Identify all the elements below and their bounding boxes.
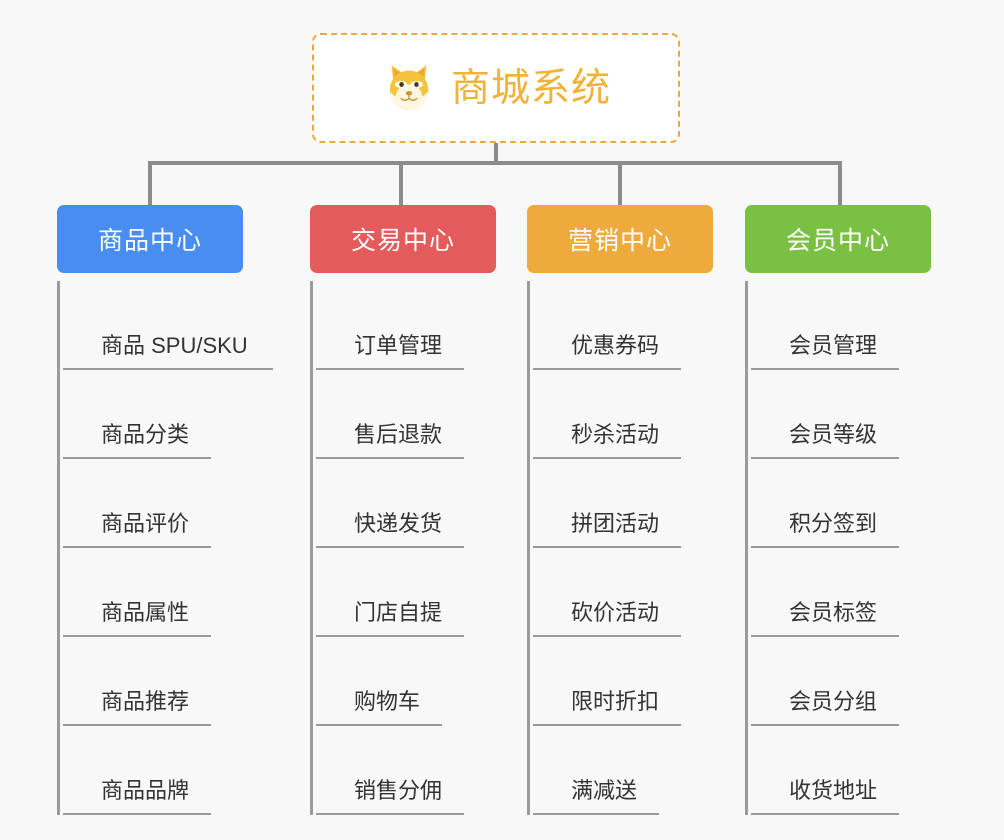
leaf-item[interactable]: 会员管理 <box>751 281 931 370</box>
leaf-label: 商品评价 <box>101 511 190 536</box>
leaf-item[interactable]: 砍价活动 <box>533 548 713 637</box>
leaf-item[interactable]: 订单管理 <box>316 281 496 370</box>
leaf-label: 商品品牌 <box>101 778 190 803</box>
leaf-underline <box>316 635 464 637</box>
leaf-underline <box>533 457 681 459</box>
connector-drop-2 <box>618 161 622 207</box>
leaf-underline <box>751 457 899 459</box>
connector-bus <box>148 161 842 165</box>
leaf-underline <box>316 546 464 548</box>
leaf-underline <box>63 813 211 815</box>
branch-column-0: 商品中心 商品 SPU/SKU 商品分类商品评价商品属性商品推荐商品品牌 <box>57 205 273 815</box>
leaf-underline <box>533 368 681 370</box>
leaf-underline <box>316 724 442 726</box>
leaf-list-0: 商品 SPU/SKU 商品分类商品评价商品属性商品推荐商品品牌 <box>57 281 273 815</box>
leaf-label: 售后退款 <box>354 422 443 447</box>
root-title: 商城系统 <box>450 66 611 110</box>
leaf-item[interactable]: 优惠券码 <box>533 281 713 370</box>
leaf-list-2: 优惠券码秒杀活动拼团活动砍价活动限时折扣满减送 <box>527 281 713 815</box>
leaf-item[interactable]: 满减送 <box>533 726 713 815</box>
leaf-label: 秒杀活动 <box>571 422 660 447</box>
leaf-item[interactable]: 商品品牌 <box>63 726 243 815</box>
branch-column-2: 营销中心 优惠券码秒杀活动拼团活动砍价活动限时折扣满减送 <box>527 205 713 815</box>
leaf-label: 积分签到 <box>789 511 878 536</box>
leaf-label: 门店自提 <box>354 600 443 625</box>
leaf-item[interactable]: 售后退款 <box>316 370 496 459</box>
leaf-underline <box>63 724 211 726</box>
leaf-underline <box>533 635 681 637</box>
connector-drop-0 <box>148 161 152 207</box>
root-node[interactable]: 商城系统 <box>312 33 680 143</box>
category-header-1[interactable]: 交易中心 <box>310 205 496 273</box>
leaf-item[interactable]: 会员等级 <box>751 370 931 459</box>
leaf-item[interactable]: 收货地址 <box>751 726 931 815</box>
leaf-underline <box>316 457 464 459</box>
leaf-list-1: 订单管理售后退款快递发货门店自提购物车销售分佣 <box>310 281 496 815</box>
leaf-label: 订单管理 <box>354 333 443 358</box>
leaf-item[interactable]: 销售分佣 <box>316 726 496 815</box>
connector-drop-1 <box>399 161 403 207</box>
leaf-label: 砍价活动 <box>571 600 660 625</box>
leaf-item[interactable]: 商品评价 <box>63 459 243 548</box>
leaf-underline <box>751 813 899 815</box>
leaf-item[interactable]: 积分签到 <box>751 459 931 548</box>
category-header-2[interactable]: 营销中心 <box>527 205 713 273</box>
leaf-item[interactable]: 会员标签 <box>751 548 931 637</box>
leaf-label: 商品属性 <box>101 600 190 625</box>
leaf-underline <box>751 546 899 548</box>
leaf-underline <box>316 368 464 370</box>
leaf-underline <box>63 635 211 637</box>
leaf-label: 商品分类 <box>101 422 190 447</box>
leaf-item[interactable]: 拼团活动 <box>533 459 713 548</box>
leaf-item[interactable]: 快递发货 <box>316 459 496 548</box>
connector-root-stem <box>494 143 498 165</box>
leaf-label: 购物车 <box>354 689 421 714</box>
leaf-label: 商品 SPU/SKU <box>101 333 248 358</box>
leaf-underline <box>63 457 211 459</box>
category-header-0[interactable]: 商品中心 <box>57 205 243 273</box>
branch-column-1: 交易中心 订单管理售后退款快递发货门店自提购物车销售分佣 <box>310 205 496 815</box>
leaf-item[interactable]: 会员分组 <box>751 637 931 726</box>
leaf-item[interactable]: 秒杀活动 <box>533 370 713 459</box>
leaf-label: 销售分佣 <box>354 778 443 803</box>
leaf-item[interactable]: 门店自提 <box>316 548 496 637</box>
leaf-underline <box>751 724 899 726</box>
leaf-item[interactable]: 购物车 <box>316 637 496 726</box>
leaf-label: 会员管理 <box>789 333 878 358</box>
leaf-label: 会员标签 <box>789 600 878 625</box>
leaf-item[interactable]: 商品属性 <box>63 548 243 637</box>
leaf-label: 满减送 <box>571 778 638 803</box>
leaf-label: 收货地址 <box>789 778 878 803</box>
leaf-label: 会员分组 <box>789 689 878 714</box>
category-header-3[interactable]: 会员中心 <box>745 205 931 273</box>
leaf-underline <box>533 724 681 726</box>
leaf-label: 限时折扣 <box>571 689 660 714</box>
leaf-underline <box>63 546 211 548</box>
leaf-label: 商品推荐 <box>101 689 190 714</box>
leaf-list-3: 会员管理会员等级积分签到会员标签会员分组收货地址 <box>745 281 931 815</box>
leaf-underline <box>751 368 899 370</box>
leaf-item[interactable]: 商品推荐 <box>63 637 243 726</box>
leaf-item[interactable]: 商品分类 <box>63 370 243 459</box>
leaf-underline <box>533 813 659 815</box>
shiba-dog-icon <box>389 65 429 111</box>
leaf-underline <box>63 368 273 370</box>
leaf-item[interactable]: 商品 SPU/SKU <box>63 281 273 370</box>
leaf-label: 优惠券码 <box>571 333 660 358</box>
leaf-underline <box>533 546 681 548</box>
leaf-label: 会员等级 <box>789 422 878 447</box>
connector-drop-3 <box>838 161 842 207</box>
leaf-underline <box>316 813 464 815</box>
leaf-label: 拼团活动 <box>571 511 660 536</box>
branch-column-3: 会员中心 会员管理会员等级积分签到会员标签会员分组收货地址 <box>745 205 931 815</box>
leaf-item[interactable]: 限时折扣 <box>533 637 713 726</box>
leaf-underline <box>751 635 899 637</box>
leaf-label: 快递发货 <box>354 511 443 536</box>
